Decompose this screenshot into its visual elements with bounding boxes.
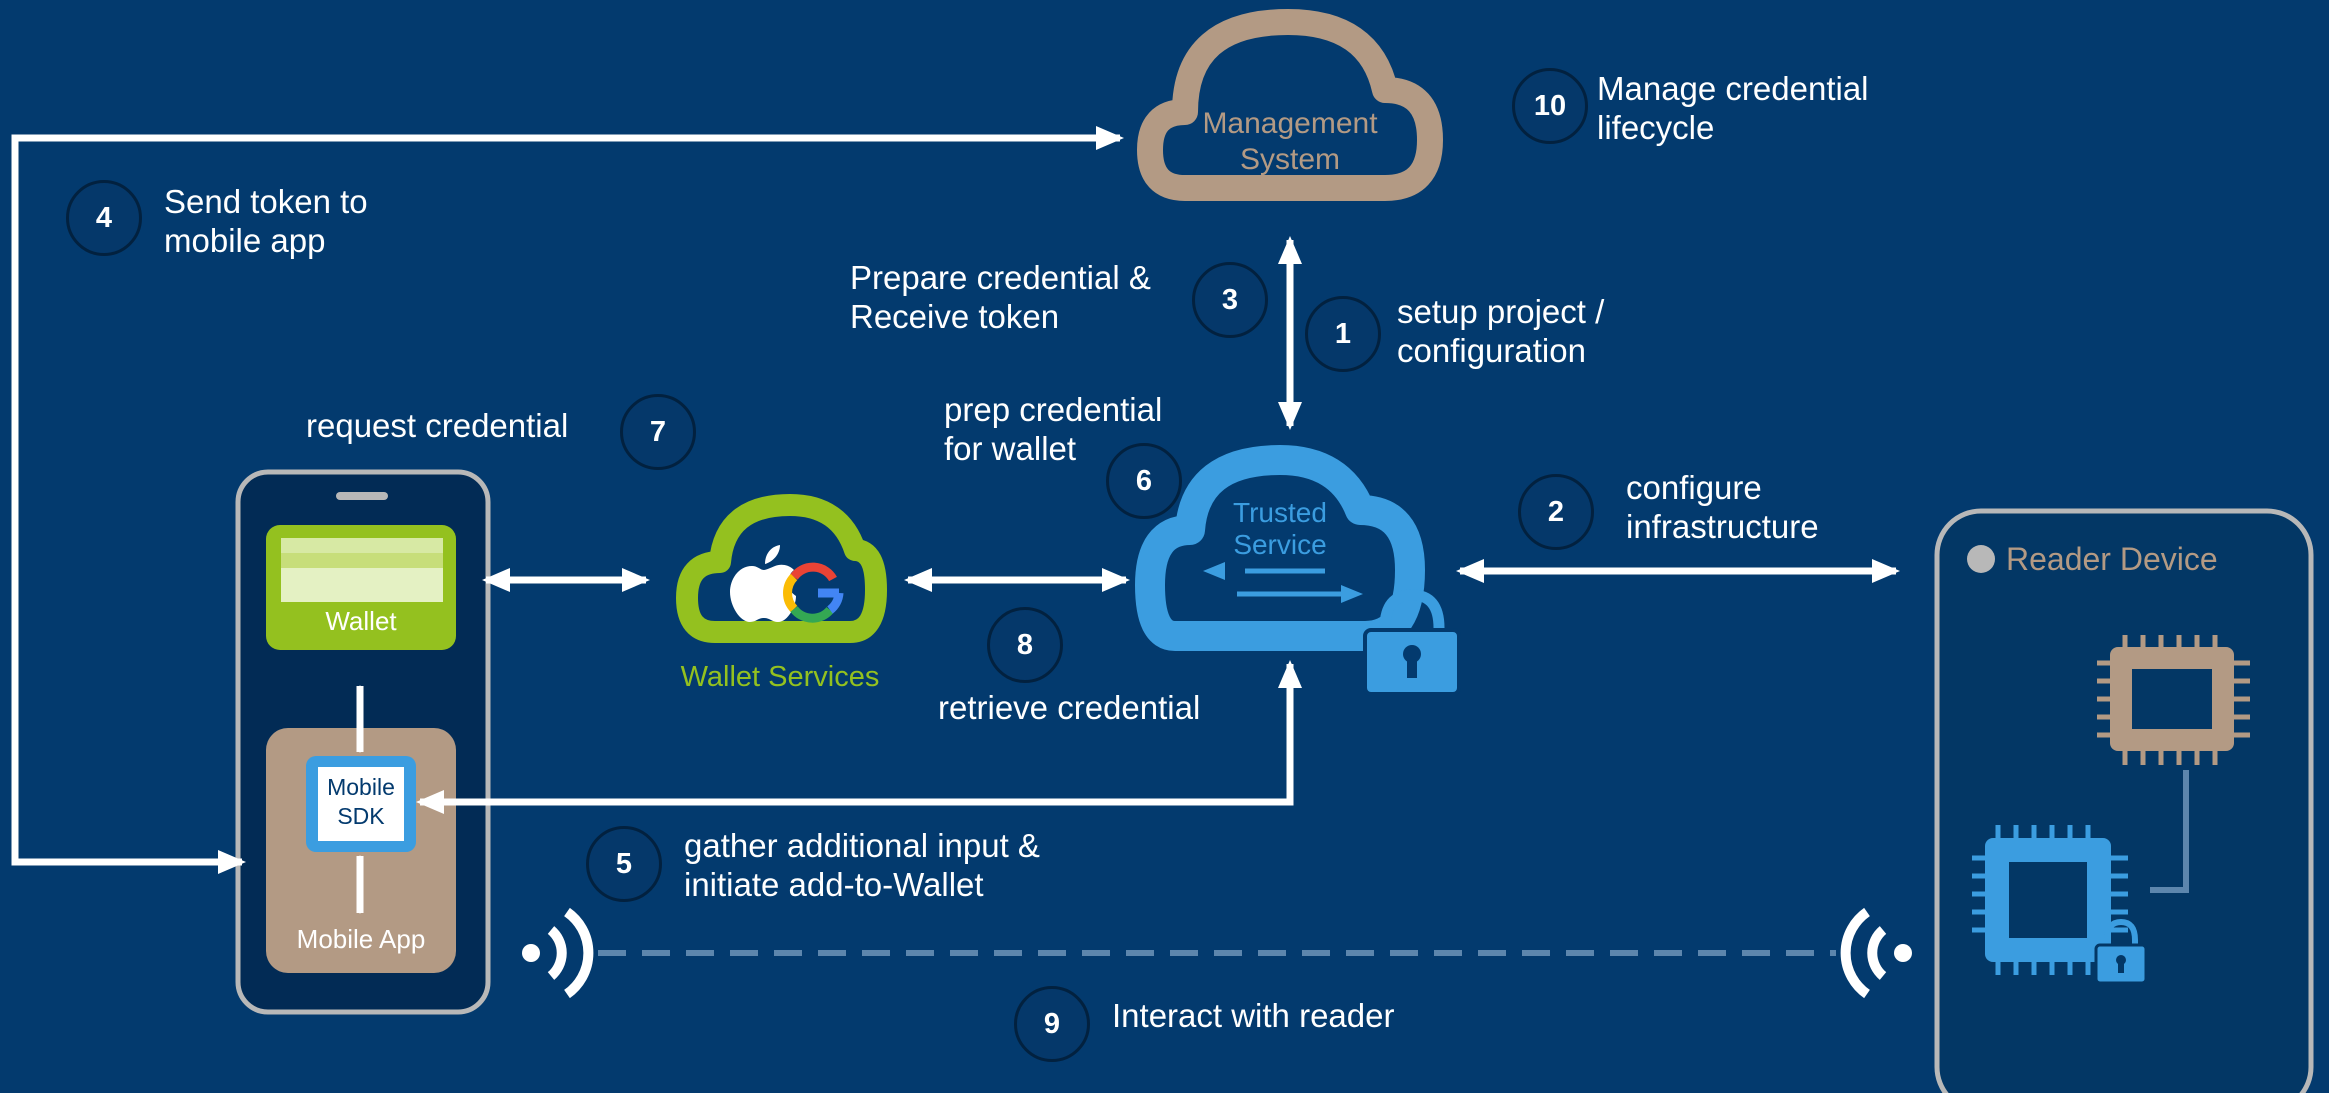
google-logo-icon	[783, 562, 844, 623]
step-label-1: setup project /configuration	[1397, 293, 1605, 369]
step-label-3: Prepare credential &Receive token	[850, 259, 1151, 335]
mobile-sdk-box[interactable]	[306, 756, 416, 852]
exchange-arrows-icon	[1203, 562, 1363, 603]
step-label-9: Interact with reader	[1112, 997, 1395, 1034]
mobile-sdk-label: Mobile SDK	[327, 774, 395, 829]
step-badge-5: 5	[586, 826, 662, 902]
management-system-cloud	[1137, 9, 1443, 201]
step-label-5: gather additional input &initiate add-to…	[684, 827, 1040, 903]
step-badge-6: 6	[1106, 443, 1182, 519]
padlock-icon	[1363, 589, 1461, 696]
step-badge-9: 9	[1014, 986, 1090, 1062]
wallet-services-label: Wallet Services	[680, 661, 880, 693]
reader-device-label: Reader Device	[2006, 541, 2218, 577]
step-badge-1: 1	[1305, 296, 1381, 372]
chip-icon	[2097, 635, 2250, 893]
step-badge-8: 8	[987, 607, 1063, 683]
wallet-label: Wallet	[325, 606, 397, 636]
step-badge-4: 4	[66, 180, 142, 256]
trusted-service-cloud	[1135, 445, 1461, 696]
wallet-card[interactable]	[266, 525, 456, 650]
step-label-8: retrieve credential	[938, 689, 1201, 726]
trusted-service-label: Trusted Service	[1233, 497, 1327, 560]
wallet-services-cloud	[676, 494, 887, 643]
management-system-label: Management System	[1202, 107, 1378, 176]
arrow-step-4	[11, 126, 1124, 874]
nfc-signal-right-icon	[1840, 907, 1912, 999]
mobile-app-label: Mobile App	[296, 924, 426, 954]
step-badge-2: 2	[1518, 474, 1594, 550]
step-badge-7: 7	[620, 394, 696, 470]
step-label-7: request credential	[306, 407, 569, 444]
apple-logo-icon	[730, 545, 796, 622]
step-badge-3: 3	[1192, 262, 1268, 338]
reader-device	[1934, 508, 2314, 1093]
arrow-trusted-sdk	[416, 660, 1302, 814]
step-badge-10: 10	[1512, 68, 1588, 144]
secure-chip-icon	[1972, 825, 2148, 985]
nfc-signal-left-icon	[522, 907, 594, 999]
